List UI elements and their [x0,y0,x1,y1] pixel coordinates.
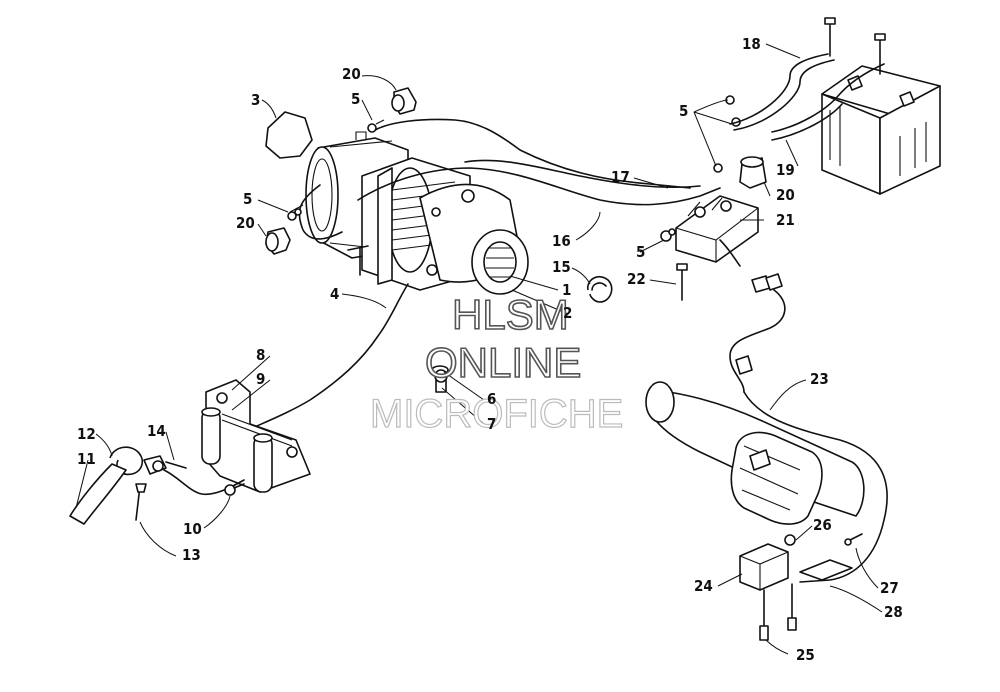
nut-5d [660,228,676,242]
pin-13 [135,483,147,521]
callout-28: 28 [884,603,903,621]
battery [821,65,941,195]
bolt-10 [224,483,245,496]
clamp-15 [587,275,613,303]
nut-26 [784,534,796,546]
solenoid-lead [719,239,741,267]
watermark-line-1: HLSM [451,291,569,338]
callout-9: 9 [256,370,266,388]
pin-14 [165,461,187,469]
cable-19 [771,63,885,133]
callout-22: 22 [627,270,646,288]
callout-27: 27 [880,579,899,597]
winch-gearbox [419,183,529,295]
callout-5: 5 [243,190,253,208]
callout-26: 26 [813,516,832,534]
screws-25 [759,583,797,641]
battery-bolts [824,17,886,75]
callout-12: 12 [77,425,96,443]
callout-4: 4 [330,285,340,303]
callout-24: 24 [694,577,713,595]
callout-20: 20 [776,186,795,204]
callout-15: 15 [552,258,571,276]
bolt-22 [676,263,688,301]
callout-5: 5 [351,90,361,108]
callout-7: 7 [487,415,497,433]
callout-5: 5 [636,243,646,261]
terminal-cap-20b [265,227,291,255]
callout-20: 20 [342,65,361,83]
callout-25: 25 [796,646,815,664]
roller-9 [201,407,273,493]
callout-8: 8 [256,346,266,364]
cable-16 [357,167,721,206]
handlebar-switch [730,431,823,525]
callout-5: 5 [679,102,689,120]
harness-23 [729,289,786,393]
callout-6: 6 [487,390,497,408]
callout-1: 1 [562,281,572,299]
watermark-line-3: MICROFICHE [369,392,624,436]
callout-3: 3 [251,91,261,109]
leader-lines [75,43,883,655]
callout-18: 18 [742,35,761,53]
cable-18 [729,53,829,125]
nut-5c [713,95,741,173]
callout-10: 10 [183,520,202,538]
callout-21: 21 [776,211,795,229]
cable-4 [247,283,409,431]
terminal-cap-20c [739,156,767,189]
gasket-3 [265,111,313,159]
callout-13: 13 [182,546,201,564]
switch-clamp-24 [739,543,853,591]
callout-2: 2 [563,304,573,322]
callout-19: 19 [776,161,795,179]
callout-11: 11 [77,450,96,468]
nut-5a [367,119,385,133]
callout-16: 16 [552,232,571,250]
terminal-cap-20a [391,87,417,115]
nut-5b [287,208,302,221]
watermark-line-2: ONLINE [424,339,582,386]
callout-14: 14 [147,422,166,440]
motor-cable-upper [374,118,691,189]
strap-11 [69,463,127,525]
motor-wire-left [298,184,343,240]
callout-17: 17 [611,168,630,186]
connector [751,273,783,293]
screw-27 [844,533,863,546]
callout-20: 20 [236,214,255,232]
solenoid-21 [675,195,759,263]
callout-23: 23 [810,370,829,388]
